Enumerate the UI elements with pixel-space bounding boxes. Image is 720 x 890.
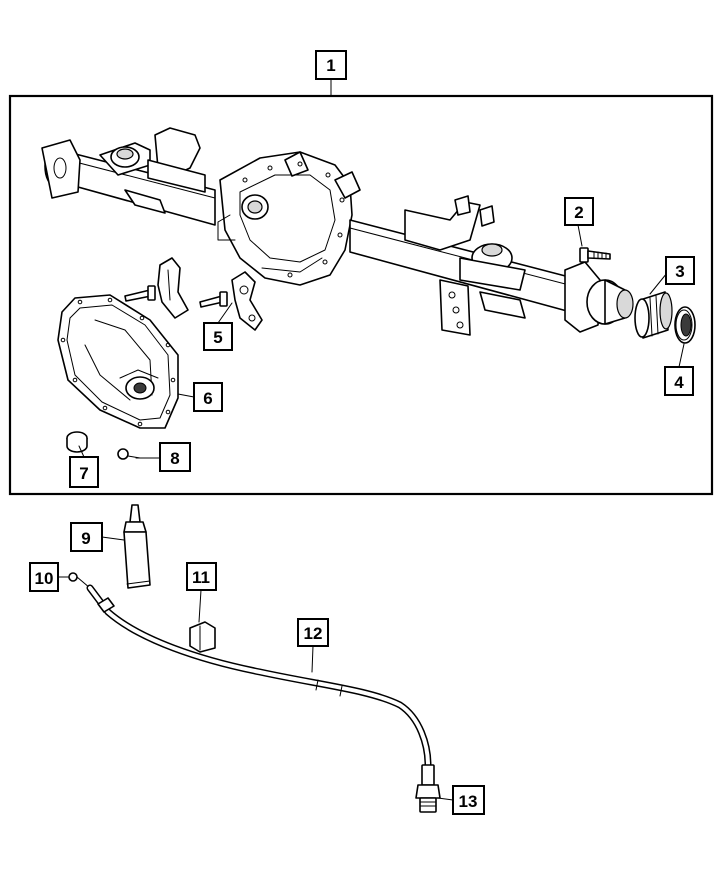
axle-assembly-frame	[8, 94, 714, 496]
callout-5: 5	[203, 322, 233, 351]
callout-11-label: 11	[192, 568, 210, 587]
plug-part-7	[66, 431, 88, 453]
callout-10: 10	[29, 562, 59, 592]
sealant-tube-part-9	[123, 504, 151, 589]
fitting-part-10	[68, 572, 91, 589]
callout-2-label: 2	[574, 203, 583, 222]
callout-5-label: 5	[213, 328, 222, 347]
callout-12: 12	[297, 618, 329, 647]
hose-fitting-part-13	[415, 764, 441, 813]
callout-4-label: 4	[674, 373, 684, 392]
callout-3-label: 3	[675, 262, 684, 281]
callout-9: 9	[70, 522, 103, 552]
callout-7: 7	[69, 456, 99, 488]
bolt-part-2	[579, 247, 611, 263]
callout-7-label: 7	[79, 464, 88, 483]
callout-8: 8	[159, 442, 191, 472]
callout-2: 2	[564, 197, 594, 226]
callout-6-label: 6	[203, 389, 212, 408]
vent-hose-part-12	[86, 584, 432, 769]
callout-12-label: 12	[304, 624, 323, 643]
leader-lines	[57, 78, 685, 801]
callout-9-label: 9	[81, 529, 90, 548]
bearing-caps-part-5	[124, 257, 263, 331]
callout-3: 3	[665, 256, 695, 285]
seal-part-4	[674, 306, 696, 344]
differential-cover-part-6	[57, 294, 179, 429]
callout-10-label: 10	[35, 569, 54, 588]
bearing-part-3	[634, 291, 673, 339]
clip-part-11	[189, 621, 216, 653]
callout-13: 13	[452, 785, 485, 815]
callout-13-label: 13	[459, 792, 478, 811]
callout-11: 11	[186, 562, 217, 591]
callout-1-label: 1	[326, 56, 335, 75]
callout-8-label: 8	[170, 449, 179, 468]
callout-6: 6	[193, 382, 223, 412]
callout-4: 4	[664, 366, 694, 396]
axle-housing-assembly	[41, 127, 634, 336]
callout-1: 1	[315, 50, 347, 80]
